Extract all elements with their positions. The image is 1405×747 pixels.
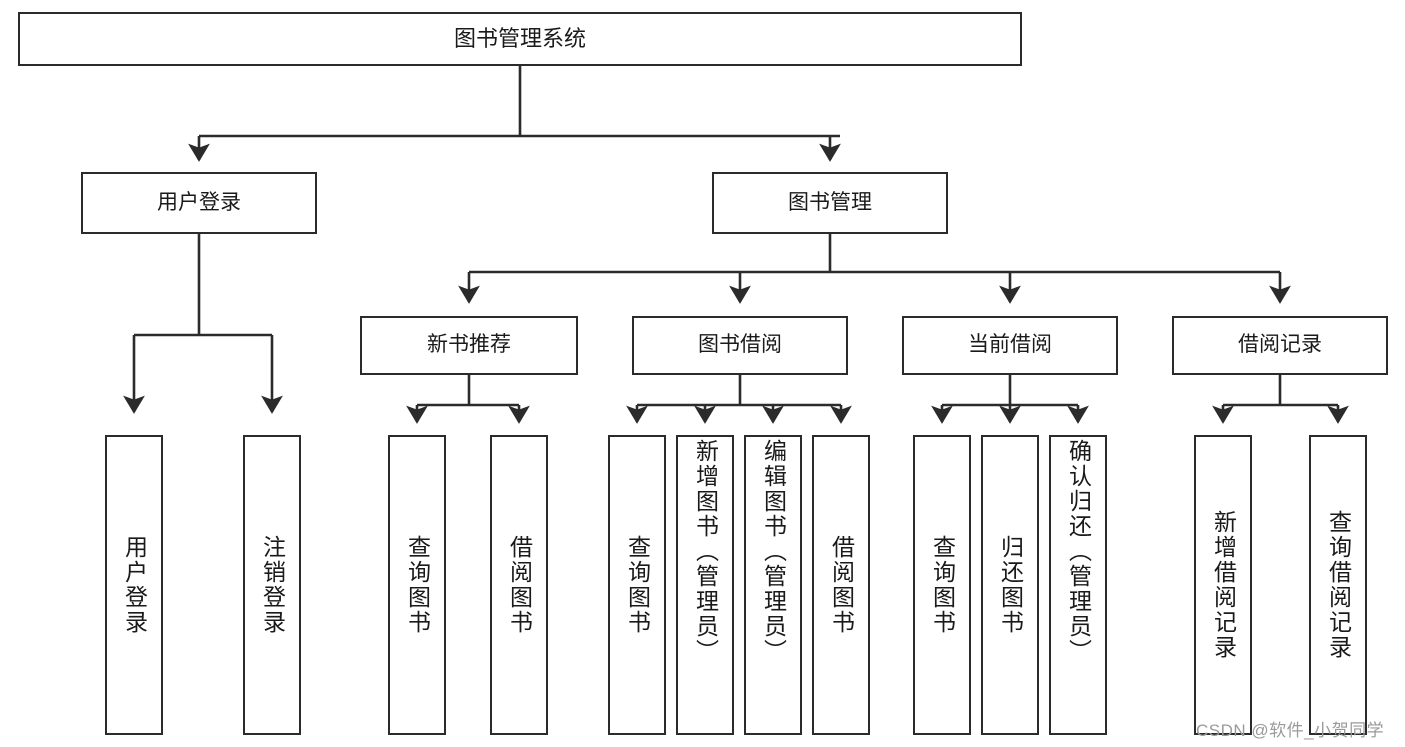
leaf-query-book-recommend[interactable]: 查询图书 bbox=[388, 435, 446, 735]
leaf-borrow-book[interactable]: 借阅图书 bbox=[812, 435, 870, 735]
node-label: 新增图书（管理员） bbox=[692, 439, 719, 664]
node-user-login[interactable]: 用户登录 bbox=[81, 172, 317, 234]
node-label: 注销登录 bbox=[259, 535, 286, 635]
csdn-watermark: CSDN @软件_小贺同学 bbox=[1196, 721, 1385, 740]
node-label: 图书管理 bbox=[788, 190, 872, 214]
node-label: 编辑图书（管理员） bbox=[760, 439, 787, 664]
node-label: 图书管理系统 bbox=[453, 26, 586, 52]
leaf-query-book-current[interactable]: 查询图书 bbox=[913, 435, 971, 735]
node-label: 借阅图书 bbox=[506, 535, 533, 635]
node-label: 查询图书 bbox=[929, 535, 956, 635]
node-label: 新书推荐 bbox=[427, 333, 511, 357]
node-label: 确认归还（管理员） bbox=[1065, 439, 1092, 664]
node-borrow-record[interactable]: 借阅记录 bbox=[1172, 316, 1388, 375]
node-label: 查询图书 bbox=[624, 535, 651, 635]
node-book-borrow[interactable]: 图书借阅 bbox=[632, 316, 848, 375]
node-current-borrow[interactable]: 当前借阅 bbox=[902, 316, 1118, 375]
leaf-query-book-borrow[interactable]: 查询图书 bbox=[608, 435, 666, 735]
node-label: 当前借阅 bbox=[968, 333, 1052, 357]
node-label: 查询图书 bbox=[404, 535, 431, 635]
node-root-system[interactable]: 图书管理系统 bbox=[18, 12, 1022, 66]
leaf-edit-book-admin[interactable]: 编辑图书（管理员） bbox=[744, 435, 802, 735]
leaf-confirm-return-admin[interactable]: 确认归还（管理员） bbox=[1049, 435, 1107, 735]
node-label: 归还图书 bbox=[997, 535, 1024, 635]
leaf-user-login[interactable]: 用户登录 bbox=[105, 435, 163, 735]
node-label: 图书借阅 bbox=[698, 333, 782, 357]
node-label: 用户登录 bbox=[157, 190, 241, 214]
node-label: 查询借阅记录 bbox=[1325, 510, 1352, 660]
node-label: 借阅图书 bbox=[828, 535, 855, 635]
node-label: 新增借阅记录 bbox=[1210, 510, 1237, 660]
leaf-return-book[interactable]: 归还图书 bbox=[981, 435, 1039, 735]
leaf-add-borrow-record[interactable]: 新增借阅记录 bbox=[1194, 435, 1252, 735]
node-label: 借阅记录 bbox=[1238, 333, 1322, 357]
node-label: 用户登录 bbox=[121, 535, 148, 635]
leaf-add-book-admin[interactable]: 新增图书（管理员） bbox=[676, 435, 734, 735]
leaf-logout[interactable]: 注销登录 bbox=[243, 435, 301, 735]
node-book-management[interactable]: 图书管理 bbox=[712, 172, 948, 234]
leaf-borrow-book-recommend[interactable]: 借阅图书 bbox=[490, 435, 548, 735]
node-new-book-recommend[interactable]: 新书推荐 bbox=[360, 316, 578, 375]
leaf-query-borrow-record[interactable]: 查询借阅记录 bbox=[1309, 435, 1367, 735]
